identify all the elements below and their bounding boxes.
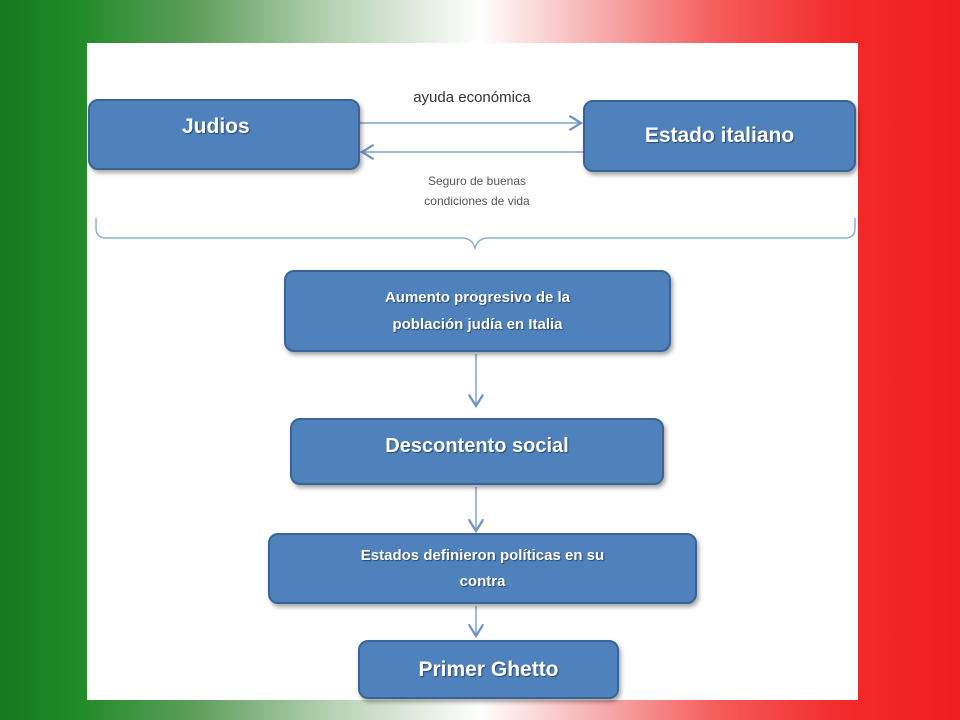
node-aumento: Aumento progresivo de la población judía… [284, 270, 671, 352]
diagram-panel: Judios Estado italiano ayuda económica S… [87, 43, 858, 700]
node-descontento-label: Descontento social [385, 435, 569, 457]
connectors [95, 43, 856, 700]
node-descontento: Descontento social [290, 418, 664, 485]
brace [95, 218, 856, 251]
node-ghetto: Primer Ghetto [358, 640, 619, 699]
node-judios-label: Judios [182, 115, 250, 138]
edge-label-ayuda: ayuda económica [413, 89, 531, 106]
edge-label-seguro: Seguro de buenas condiciones de vida [424, 174, 530, 208]
node-ghetto-label: Primer Ghetto [418, 657, 559, 681]
node-judios: Judios [88, 99, 360, 170]
node-estado-label: Estado italiano [644, 124, 795, 147]
node-estado-italiano: Estado italiano [583, 100, 856, 172]
node-estados: Estados definieron políticas en su contr… [268, 533, 697, 604]
